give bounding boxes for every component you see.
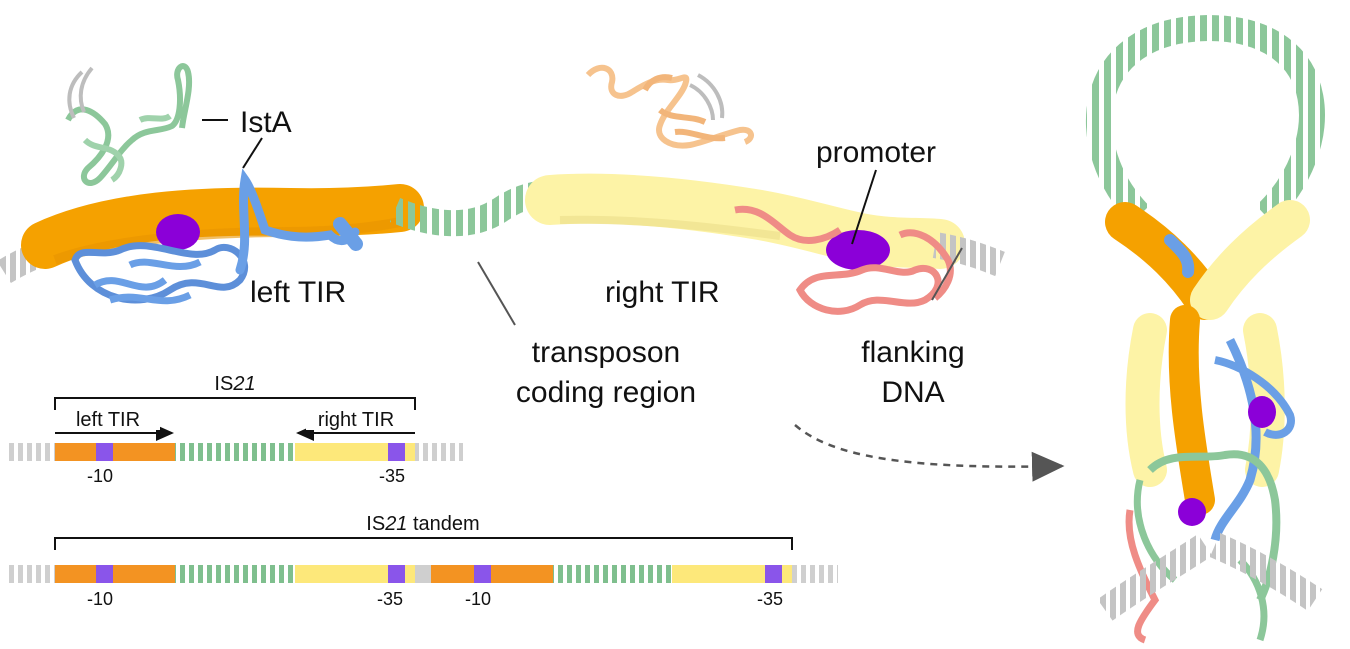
map2-minus35-box-1: [388, 565, 405, 583]
map2-pos-2: -35: [377, 589, 403, 609]
transposon-label-line2: coding region: [516, 376, 696, 409]
map2-right-tir-1: [295, 565, 415, 583]
map2-coding-1: [175, 565, 295, 583]
left-tir-dna: [21, 184, 424, 269]
right-tir-dna: [525, 173, 965, 269]
map1-left-tir-segment: [55, 443, 175, 461]
map1-right-tir-label: right TIR: [318, 409, 394, 431]
transposon-leader-line: [477, 261, 516, 326]
is21-title: IS21: [214, 373, 255, 395]
left-promoter-patch: [156, 214, 200, 250]
map1-coding-segment: [175, 443, 295, 461]
map1-pos-left: -10: [87, 466, 113, 486]
flanking-leader-line: [931, 247, 963, 301]
right-tir-label: right TIR: [605, 276, 719, 309]
tandem-title: IS21 tandem: [366, 513, 479, 535]
motion-lines-left: [67, 66, 94, 119]
promoter-leader-line: [851, 169, 877, 245]
is21-bracket: [54, 397, 416, 410]
map1-right-flank: [415, 443, 463, 461]
right-promoter-patch: [826, 230, 890, 270]
map2-pos-3: -10: [465, 589, 491, 609]
map1-left-tir-label: left TIR: [76, 409, 140, 431]
ista-protein-body: [71, 242, 249, 304]
map2-coding-2: [553, 565, 672, 583]
istb-floating-protein: [585, 64, 754, 149]
promoter-label: promoter: [816, 136, 936, 169]
synaptic-loop-dna: [1086, 14, 1325, 225]
left-tir-label: left TIR: [250, 276, 346, 309]
map2-left-tir-2: [431, 565, 553, 583]
transition-arrow: [794, 424, 1065, 482]
map1-left-flank: [8, 443, 55, 461]
map2-right-tir-2: [672, 565, 792, 583]
flanking-label-line2: DNA: [881, 376, 944, 409]
map2-junction: [415, 565, 431, 583]
map2-minus10-box-1: [96, 565, 113, 583]
flanking-label-line1: flanking: [861, 336, 964, 369]
map2-right-flank: [792, 565, 838, 583]
is21-map: IS21 left TIR right TIR -10 -35: [8, 373, 463, 486]
ista-pointer-line: [242, 137, 263, 169]
ista-label: IstA: [240, 106, 292, 139]
transposon-label-line1: transposon: [532, 336, 680, 369]
map1-minus10-box: [96, 443, 113, 461]
map2-minus10-box-2: [474, 565, 491, 583]
is21-tandem-map: IS21 tandem -10 -35 -10 -35: [8, 513, 838, 609]
synaptic-complex: [1086, 14, 1325, 644]
map2-left-flank: [8, 565, 55, 583]
ista-helix: [235, 168, 360, 275]
right-tir-structure: [525, 173, 1005, 315]
right-flanking-dna: [932, 232, 1005, 277]
motion-lines-right: [689, 73, 725, 121]
map2-left-tir-1: [55, 565, 175, 583]
map1-right-tir-segment: [295, 443, 415, 461]
tandem-bracket: [54, 537, 793, 550]
map2-pos-4: -35: [757, 589, 783, 609]
left-tir-structure: [0, 168, 565, 305]
map1-pos-right: -35: [379, 466, 405, 486]
map2-minus35-box-2: [765, 565, 782, 583]
istb-protein-body: [795, 264, 942, 315]
map1-minus35-box: [388, 443, 405, 461]
map2-pos-1: -10: [87, 589, 113, 609]
ista-floating-protein: [65, 63, 193, 186]
